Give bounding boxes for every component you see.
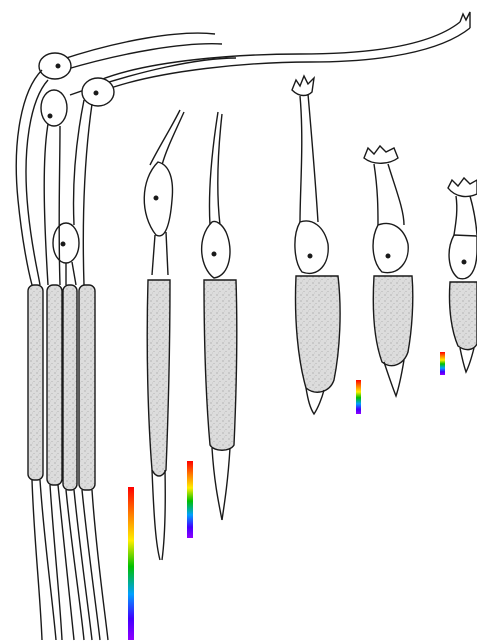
- cell-body: [373, 224, 408, 273]
- inner-fiber: [73, 100, 84, 225]
- inner-fiber: [44, 124, 48, 285]
- axon-fiber: [100, 22, 460, 80]
- cone-cell: [292, 76, 340, 414]
- outer-segment: [147, 280, 170, 476]
- outer-segment: [204, 280, 237, 450]
- spectrum-bars: [128, 352, 445, 640]
- outer-segment: [47, 285, 62, 485]
- inner-fiber: [72, 262, 76, 285]
- tufted-terminal: [292, 76, 314, 96]
- spectrum-bar: [356, 380, 361, 414]
- tail: [40, 480, 56, 640]
- cell-body: [449, 235, 477, 279]
- axon-fiber: [105, 28, 470, 90]
- cone-cell: [448, 178, 477, 372]
- outer-segment: [79, 285, 95, 490]
- rod-cell: [202, 112, 237, 520]
- spectrum-bar: [440, 352, 445, 375]
- cell-body: [295, 221, 328, 273]
- tail: [66, 490, 84, 640]
- cell-body: [202, 221, 230, 278]
- spectrum-bar: [128, 487, 134, 640]
- cone-cell: [364, 146, 413, 396]
- tufted-terminal: [448, 178, 477, 196]
- outer-segment: [28, 285, 43, 480]
- axon-fiber: [64, 44, 222, 70]
- tail: [32, 480, 42, 640]
- tufted-terminal: [364, 146, 398, 163]
- outer-segment: [449, 282, 477, 350]
- inner-fiber: [59, 126, 60, 285]
- outer-segment: [295, 276, 340, 392]
- cell-body: [41, 90, 67, 126]
- outer-segment: [63, 285, 77, 490]
- spectrum-bar: [187, 461, 193, 538]
- rod-cell: [144, 110, 184, 560]
- cell-body: [53, 223, 79, 263]
- axon-fiber: [60, 33, 215, 60]
- axon-terminal: [460, 12, 470, 28]
- tail: [92, 490, 108, 640]
- cell-body: [39, 53, 71, 79]
- inner-fiber: [83, 104, 92, 285]
- outer-segment: [373, 276, 413, 366]
- inner-fiber: [16, 70, 42, 285]
- tail: [74, 490, 92, 640]
- cell-body: [144, 162, 172, 236]
- tail: [82, 490, 100, 640]
